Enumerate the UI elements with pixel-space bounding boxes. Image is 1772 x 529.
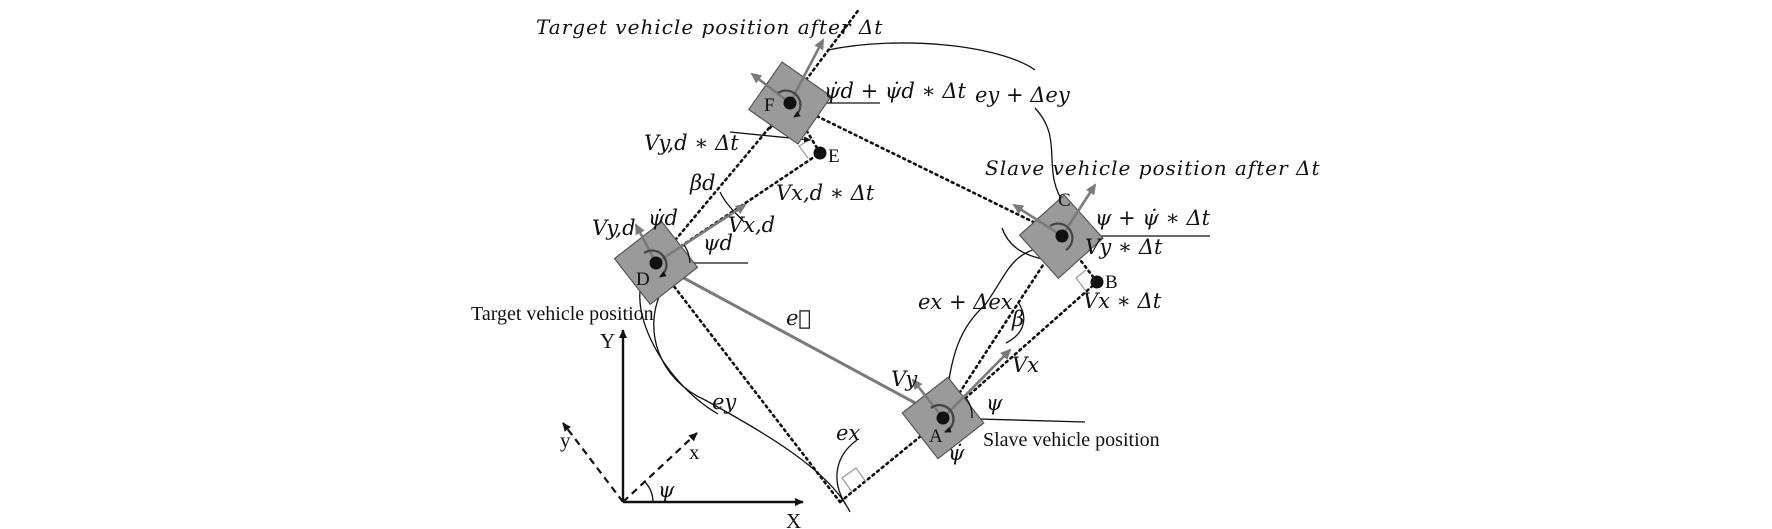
body-y-axis: [562, 422, 624, 503]
axis-label-x: x: [689, 440, 700, 464]
label-psi-d-dt: ψ̇d + ψ̇d ∗ Δt: [824, 79, 967, 103]
point-e-marker: [813, 146, 827, 160]
body-x-axis: [622, 432, 698, 503]
label-psi-psidot-dt: ψ + ψ̇ ∗ Δt: [1095, 206, 1211, 230]
point-c-marker: [1055, 229, 1069, 243]
point-d-marker: [649, 256, 663, 270]
label-psidot: ψ̇: [948, 441, 965, 465]
point-f-marker: [783, 96, 797, 110]
point-d-label: D: [636, 269, 650, 290]
label-vx: Vx: [1012, 353, 1039, 377]
label-ex: ex: [836, 421, 860, 445]
target-vehicle: [613, 203, 747, 306]
axis-label-psi: ψ: [658, 478, 675, 502]
point-f-label: F: [764, 95, 775, 116]
point-a-label: A: [929, 426, 943, 447]
label-vxd: Vx,d: [728, 213, 775, 237]
label-psi: ψ: [986, 391, 1003, 415]
point-b-label: B: [1105, 272, 1118, 293]
point-e-label: E: [828, 146, 840, 167]
label-ey-dey: ey + Δey: [975, 83, 1071, 107]
point-c-label: C: [1058, 190, 1071, 211]
target-position-title: Target vehicle position: [471, 303, 654, 325]
label-vy-dt: Vy ∗ Δt: [1085, 235, 1163, 259]
slave-vehicle-after: [1012, 183, 1104, 280]
slave-position-title: Slave vehicle position: [983, 429, 1160, 451]
label-ex-dex: ex + Δex: [918, 290, 1013, 314]
target-after-title: Target vehicle position after Δt: [536, 15, 883, 39]
point-a-marker: [936, 411, 950, 425]
global-frame: [562, 329, 804, 506]
label-vyd-dt: Vy,d ∗ Δt: [644, 131, 739, 155]
slave-vehicle: [901, 348, 1012, 460]
leader-curves: [639, 42, 1066, 513]
axis-label-y: y: [560, 428, 571, 452]
slave-after-title: Slave vehicle position after Δt: [985, 156, 1321, 180]
point-b-marker: [1090, 275, 1104, 289]
error-vector: [655, 261, 945, 420]
frame-psi-arc: [644, 481, 654, 503]
label-vyd: Vy,d: [592, 216, 636, 240]
label-e-vector: e⃗: [786, 306, 811, 330]
label-ey: ey: [712, 390, 737, 414]
label-beta-d: βd: [689, 171, 716, 195]
label-vx-dt: Vx ∗ Δt: [1083, 289, 1162, 313]
axis-label-X: X: [786, 509, 801, 529]
label-vy: Vy: [891, 367, 918, 391]
label-psi-d: ψd: [703, 231, 733, 255]
axis-label-Y: Y: [600, 329, 615, 353]
target-vehicle-after: [747, 38, 833, 145]
label-beta: β: [1011, 307, 1024, 331]
label-vxd-dt: Vx,d ∗ Δt: [776, 181, 875, 205]
label-psidot-d: ψ̇d: [648, 206, 678, 230]
